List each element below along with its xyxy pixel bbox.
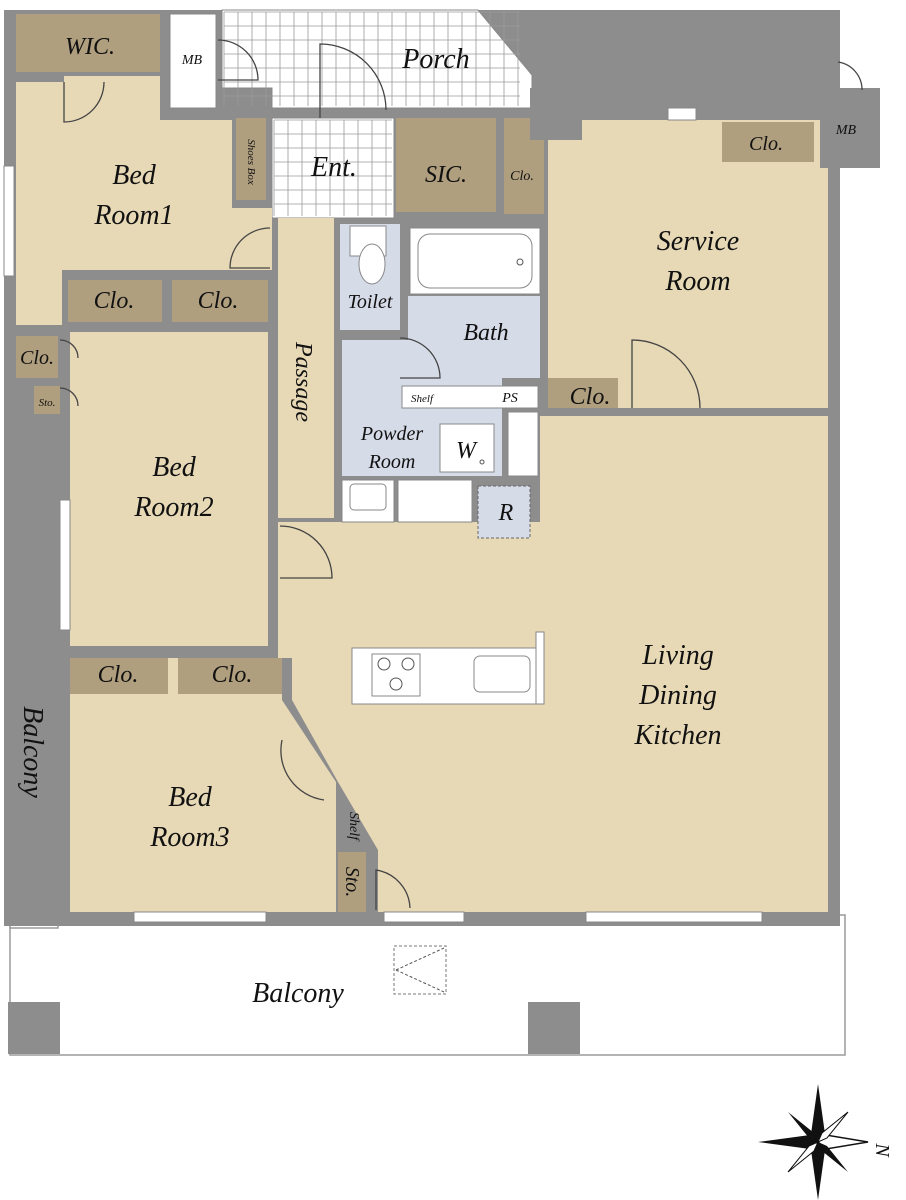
label-entrance: Ent.: [310, 152, 357, 183]
label-clo-small-top: Clo.: [510, 169, 534, 184]
kitchen-counter: [351, 631, 545, 705]
label-balcony-bottom: Balcony: [252, 978, 344, 1009]
label-clo-service-top: Clo.: [749, 133, 783, 155]
balcony-hatch: [393, 945, 447, 995]
labels: WIC. MB Porch MB Bed Room1 Shoes Box Ent…: [17, 34, 893, 1158]
label-powder-line2: Room: [368, 451, 416, 473]
label-bedroom1-line1: Bed: [112, 160, 157, 191]
label-sto-bottom: Sto.: [341, 867, 363, 898]
windows: [3, 107, 763, 923]
label-washer: W: [456, 438, 478, 464]
label-clo-b3-a: Clo.: [98, 662, 139, 688]
label-shoes-box: Shoes Box: [245, 139, 257, 185]
label-bedroom3-line1: Bed: [168, 782, 213, 813]
fixtures: [349, 258, 524, 511]
wet-areas: [340, 224, 541, 539]
label-bedroom2-line2: Room2: [133, 492, 213, 523]
label-bedroom1-line2: Room1: [93, 200, 173, 231]
label-wic: WIC.: [65, 34, 115, 60]
label-powder-line1: Powder: [360, 423, 423, 445]
label-sic: SIC.: [425, 162, 467, 188]
label-ldk-line3: Kitchen: [633, 720, 721, 751]
label-ps: PS: [501, 391, 518, 406]
compass-icon: [758, 1084, 869, 1200]
label-passage: Passage: [290, 341, 316, 422]
label-ldk-line2: Dining: [638, 680, 717, 711]
balcony-bottom: [8, 914, 846, 1056]
label-clo-b1-a: Clo.: [94, 288, 135, 314]
label-shelf-top: Shelf: [411, 393, 435, 405]
room-floors: [16, 76, 828, 912]
label-porch: Porch: [401, 44, 469, 75]
label-clo-service-bottom: Clo.: [570, 384, 611, 410]
label-clo-left: Clo.: [20, 347, 54, 369]
label-sto-small: Sto.: [39, 397, 56, 409]
entrance-area: [271, 117, 395, 219]
label-mb-left: MB: [181, 53, 203, 68]
label-bath: Bath: [463, 320, 508, 346]
label-north: N: [871, 1142, 893, 1158]
label-service-line2: Room: [664, 266, 730, 297]
label-clo-b1-b: Clo.: [198, 288, 239, 314]
closets: [16, 14, 814, 912]
label-fridge: R: [498, 500, 514, 526]
label-balcony-side: Balcony: [17, 706, 48, 798]
columns: [530, 88, 880, 168]
label-ldk-line1: Living: [641, 640, 714, 671]
doors: [59, 39, 863, 910]
label-toilet: Toilet: [348, 291, 393, 313]
label-bedroom3-line2: Room3: [149, 822, 229, 853]
label-bedroom2-line1: Bed: [152, 452, 197, 483]
label-clo-b3-b: Clo.: [212, 662, 253, 688]
label-service-line1: Service: [657, 226, 739, 257]
label-shelf-bottom: Shelf: [346, 812, 361, 842]
label-mb-right: MB: [835, 123, 857, 138]
